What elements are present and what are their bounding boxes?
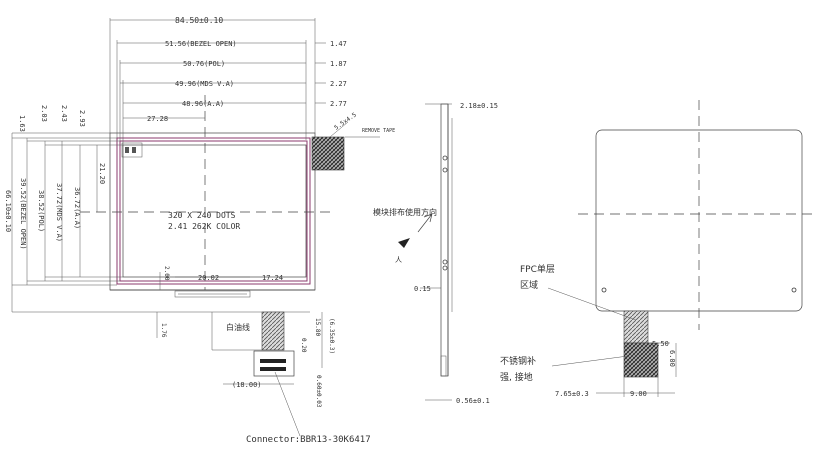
- dim-stiff-w: 9.00: [630, 390, 647, 398]
- side-profile: [440, 103, 449, 377]
- dim-fpc-len: 15.80: [314, 318, 321, 336]
- fpc-tail: [261, 311, 285, 351]
- dim-fpc-right: 17.24: [262, 274, 283, 282]
- bezel-outline: [116, 137, 311, 285]
- dim-height-overall: 66.10±0.10: [4, 190, 12, 232]
- connector-pins-bottom: [260, 367, 286, 371]
- dim-thickness: 2.18±0.15: [460, 102, 498, 110]
- direction-arrow: [417, 213, 433, 233]
- front-view: 84.50±0.10 51.56(BEZEL OPEN) 1.47 50.76(…: [4, 16, 395, 445]
- dim-center-v: 21.20: [98, 163, 106, 184]
- fpc-base: [174, 290, 251, 298]
- connector-label: Connector:BBR13-30K6417: [246, 435, 371, 445]
- dim-center-h: 27.28: [147, 115, 168, 123]
- dim-mds-va: 49.96(MDS V.A): [175, 80, 234, 88]
- dim-overall-width: 84.50±0.10: [175, 16, 223, 25]
- dim-bottom-gap: 1.76: [160, 323, 167, 338]
- screen-text-dots: 320 X 240 DOTS: [168, 211, 236, 220]
- mount-hole-left: [601, 287, 607, 293]
- steel-note-1: 不锈钢补: [500, 355, 536, 367]
- dim-bezel-open: 51.56(BEZEL OPEN): [165, 40, 237, 48]
- dim-stiff-h: 6.00: [668, 350, 676, 367]
- dim-aa: 48.96(A.A): [182, 100, 224, 108]
- dim-offset-3: 2.27: [330, 80, 347, 88]
- screen-text-color: 2.41 262K COLOR: [168, 222, 240, 231]
- dim-conn-pitch: 0.60±0.03: [315, 375, 322, 408]
- tape-dim: 5.5x4.5: [333, 111, 358, 131]
- dim-height-aa: 36.72(A.A): [73, 187, 81, 229]
- dim-top-1: 1.63: [18, 115, 26, 132]
- dim-top-2: 2.03: [40, 105, 48, 122]
- dim-top-4: 2.93: [78, 110, 86, 127]
- dim-height-bezel: 39.52(BEZEL OPEN): [19, 178, 27, 250]
- back-view: FPC单层 区域 不锈钢补 强, 接地 5.50 6.00 7.65±0.3 9…: [500, 100, 815, 398]
- dim-gap: 0.15: [414, 285, 431, 293]
- dim-offset-4: 2.77: [330, 100, 347, 108]
- fpc-leader: [547, 287, 637, 321]
- steel-note-2: 强, 接地: [500, 371, 533, 383]
- dim-height-mds: 37.72(MDS V.A): [55, 183, 63, 242]
- fpc-note-1: FPC单层: [520, 263, 555, 275]
- fpc-single-layer: [623, 310, 649, 344]
- dim-fpc-v: 2.00: [163, 266, 170, 281]
- dim-stiff-left: 7.65±0.3: [555, 390, 589, 398]
- dim-fpc-offset: 20.02: [198, 274, 219, 282]
- steel-leader: [551, 355, 629, 367]
- dim-fpc-w: 5.50: [652, 340, 669, 348]
- remove-tape: [311, 136, 345, 171]
- eye-icon: [398, 238, 410, 248]
- dim-fpc-len2: (6.35±0.3): [328, 318, 335, 354]
- dim-offset-1: 1.47: [330, 40, 347, 48]
- dim-top-3: 2.43: [60, 105, 68, 122]
- mount-hole-right: [791, 287, 797, 293]
- white-line-label: 白油线: [226, 322, 250, 332]
- corner-marker: [121, 142, 143, 158]
- tape-label: REMOVE TAPE: [362, 128, 395, 134]
- connector-leader: [274, 371, 301, 437]
- connector-outline: [253, 350, 295, 377]
- dim-conn-w: (18.00): [232, 381, 262, 389]
- dim-height-pol: 38.52(POL): [37, 190, 45, 232]
- pol-outline: [119, 140, 308, 282]
- connector-pins-top: [260, 359, 286, 363]
- dim-offset-2: 1.87: [330, 60, 347, 68]
- person-label: 人: [395, 256, 402, 264]
- side-view: 2.18±0.15 0.15 0.56±0.1 模块排布使用方向 人: [373, 102, 498, 405]
- fpc-note-2: 区域: [520, 279, 538, 291]
- dim-bottom-thick: 0.56±0.1: [456, 397, 490, 405]
- direction-label: 模块排布使用方向: [373, 207, 437, 217]
- dim-pol: 50.76(POL): [183, 60, 225, 68]
- dim-fpc-small: 0.20: [300, 338, 307, 353]
- steel-stiffener: [623, 342, 659, 378]
